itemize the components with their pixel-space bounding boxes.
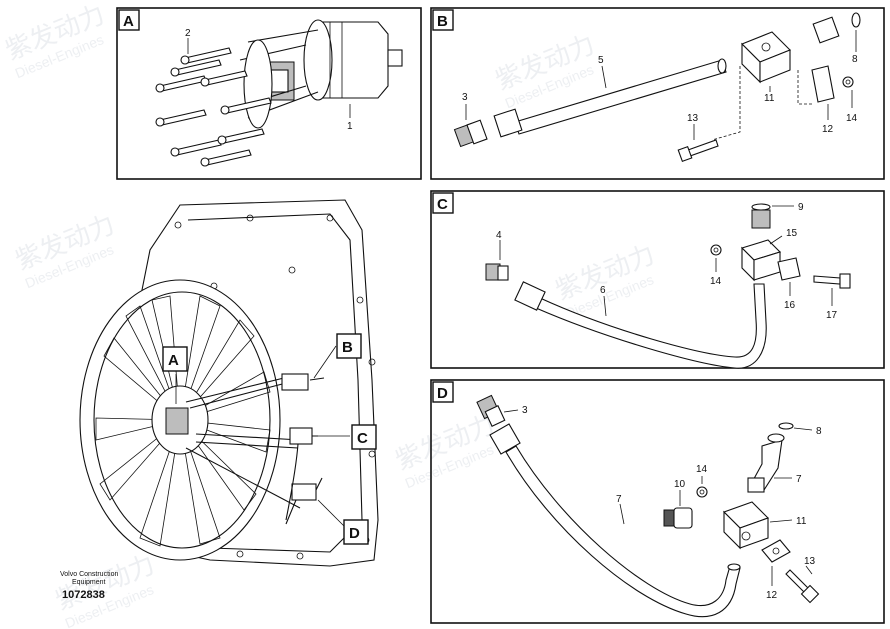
- footer-maker: Volvo Construction: [60, 571, 118, 578]
- panel-c-frame: [430, 190, 885, 369]
- callout-c-9: 9: [798, 202, 804, 213]
- callout-d-14: 14: [696, 464, 708, 475]
- callout-d-7-elbow: 7: [796, 474, 802, 485]
- bolt-13d: [785, 569, 820, 604]
- pipe-7: [489, 423, 741, 618]
- washer-14d: [696, 486, 708, 498]
- panel-c-letter: C: [437, 196, 448, 213]
- panel-a: A 2 1: [116, 7, 422, 180]
- fitting-c-location: [289, 427, 313, 445]
- panel-a-letter: A: [123, 13, 134, 30]
- callout-d-12: 12: [766, 590, 778, 601]
- fitting-8: [812, 12, 861, 44]
- callout-c-14: 14: [710, 276, 722, 287]
- fitting-3: [453, 119, 488, 148]
- fitting-10: [663, 507, 693, 529]
- callout-d-10: 10: [674, 479, 686, 490]
- fan-assembly-overview: A B C D: [79, 199, 379, 567]
- washer-14c: [710, 244, 722, 256]
- bolt-set: [155, 47, 272, 167]
- panel-d-letter: D: [437, 385, 448, 402]
- block-11d: [722, 501, 770, 550]
- overview-label-d: D: [349, 525, 360, 542]
- washer-14: [842, 76, 854, 88]
- panel-c-letter-box: [432, 192, 454, 214]
- overview-label-a: A: [168, 352, 179, 369]
- bolt-13: [677, 139, 719, 163]
- fitting-3d: [476, 394, 506, 427]
- callout-b-3: 3: [462, 92, 468, 103]
- callout-d-8: 8: [816, 426, 822, 437]
- callout-d-11: 11: [796, 516, 807, 527]
- hydraulic-motor: [239, 19, 403, 129]
- plate-12d: [761, 539, 791, 563]
- callout-c-17: 17: [826, 310, 838, 321]
- panel-d: D: [430, 379, 885, 624]
- callout-b-5: 5: [598, 55, 604, 66]
- callout-b-13: 13: [687, 113, 699, 124]
- panel-a-frame: [116, 7, 422, 180]
- overview-label-b: B: [342, 339, 353, 356]
- overview-box-d: [343, 519, 369, 545]
- callout-c-6: 6: [600, 285, 606, 296]
- plate-12: [811, 65, 835, 103]
- connector-9: [751, 203, 771, 229]
- callout-b-12: 12: [822, 124, 834, 135]
- fitting-d-location: [291, 483, 317, 501]
- drawing-footer: Volvo Construction Equipment 1072838: [60, 571, 118, 601]
- motor-a-location: [165, 407, 189, 435]
- footer-maker-2: Equipment: [72, 579, 106, 586]
- pipe-5: [493, 58, 727, 138]
- overview-box-b: [336, 333, 362, 359]
- bolt-17: [813, 273, 851, 289]
- overview-label-c: C: [357, 430, 368, 447]
- callout-b-11: 11: [764, 93, 775, 104]
- overview-box-c: [351, 424, 377, 450]
- callout-a-2: 2: [185, 28, 191, 39]
- panel-b: B 3: [430, 7, 885, 180]
- clamp-block-11: [741, 31, 791, 84]
- panel-b-frame: [430, 7, 885, 180]
- panel-b-letter: B: [437, 13, 448, 30]
- drawing-number: 1072838: [62, 589, 105, 601]
- panel-d-frame: [430, 379, 885, 624]
- panel-a-letter-box: [118, 9, 140, 31]
- callout-d-13: 13: [804, 556, 816, 567]
- plate-16: [777, 257, 801, 281]
- block-15: [740, 239, 782, 282]
- callout-c-16: 16: [784, 300, 796, 311]
- elbow-fitting-7: [747, 433, 785, 493]
- oring-8: [778, 422, 794, 430]
- fitting-4: [485, 263, 509, 281]
- panel-d-letter-box: [432, 381, 454, 403]
- callout-c-4: 4: [496, 230, 502, 241]
- overview-box-a: [162, 346, 188, 372]
- callout-d-7-pipe: 7: [616, 494, 622, 505]
- callout-d-3: 3: [522, 405, 528, 416]
- callout-a-1: 1: [347, 121, 353, 132]
- callout-c-15: 15: [786, 228, 798, 239]
- panel-c: C 4 9: [430, 190, 885, 369]
- pipe-6: [514, 281, 767, 369]
- panel-b-letter-box: [432, 9, 454, 31]
- callout-b-8: 8: [852, 54, 858, 65]
- fitting-b-location: [281, 373, 309, 391]
- callout-b-14: 14: [846, 113, 858, 124]
